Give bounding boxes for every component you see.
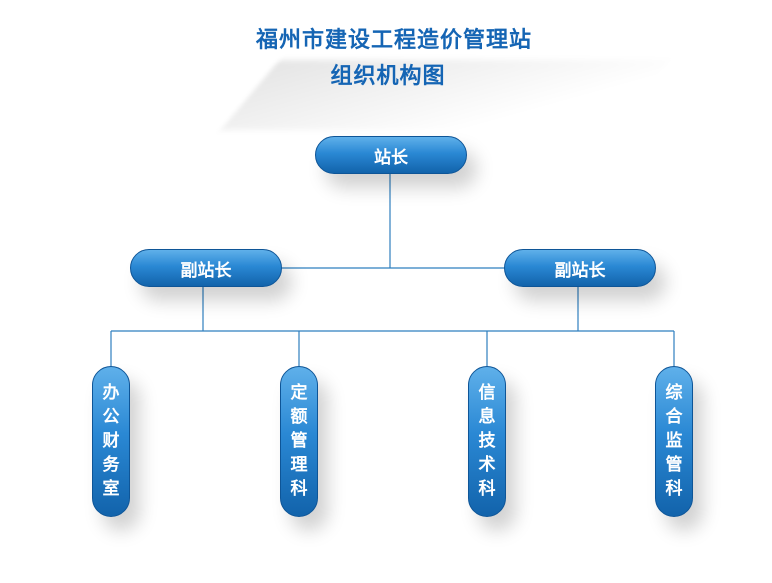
node-deputy-right-label: 副站长 [554,260,606,281]
node-dept-comprehensive-supervision: 综合监管科 [655,366,693,517]
node-dept-office-finance-label: 办公财务室 [102,383,120,499]
chart-title: 福州市建设工程造价管理站 [255,28,532,53]
node-dept-information-technology: 信息技术科 [468,366,506,517]
node-dept-information-technology-label: 信息技术科 [478,383,496,499]
node-director: 站长 [315,136,467,174]
node-dept-comprehensive-supervision-label: 综合监管科 [665,383,683,499]
node-deputy-left: 副站长 [130,249,282,287]
node-deputy-right: 副站长 [504,249,656,287]
node-dept-quota-management: 定额管理科 [280,366,318,517]
chart-subtitle: 组织机构图 [330,64,446,89]
node-director-label: 站长 [374,147,408,168]
node-dept-office-finance: 办公财务室 [92,366,130,517]
node-deputy-left-label: 副站长 [180,260,232,281]
node-dept-quota-management-label: 定额管理科 [290,383,308,499]
